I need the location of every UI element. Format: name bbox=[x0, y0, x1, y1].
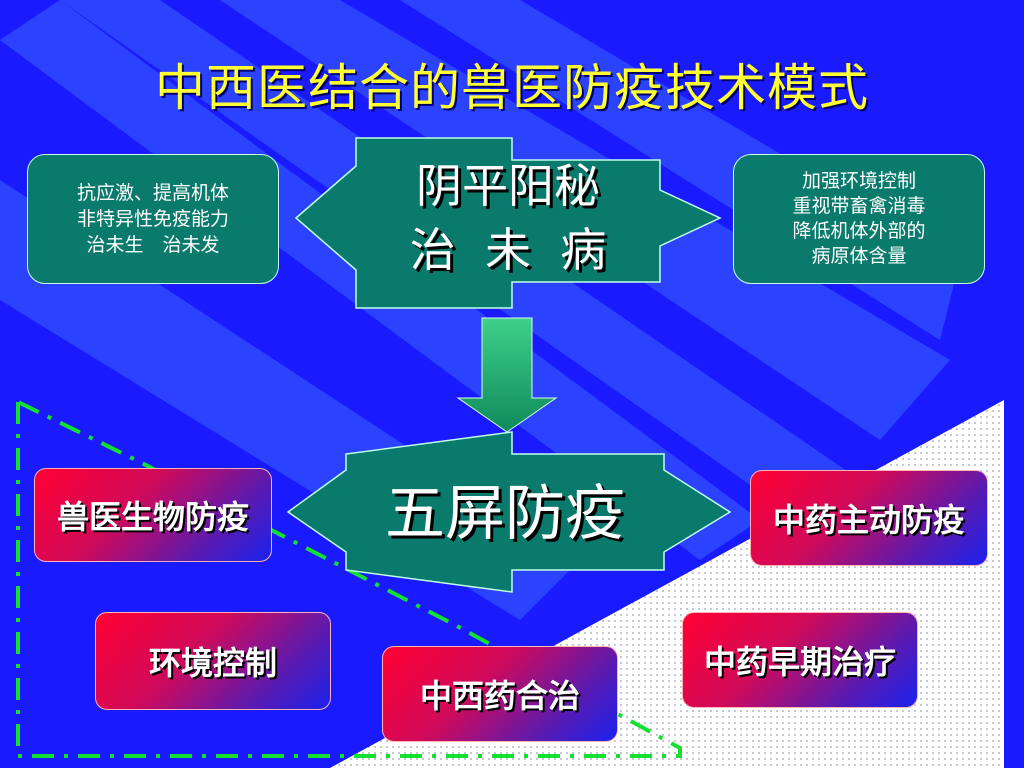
center-hexagon-shape bbox=[286, 431, 732, 593]
right-top-line-3: 降低机体外部的 bbox=[792, 220, 926, 242]
top-hexagon-shape bbox=[294, 137, 722, 309]
right-top-box: 加强环境控制 重视带畜禽消毒 降低机体外部的 病原体含量 bbox=[733, 154, 985, 284]
box-tcm-active: 中药主动防疫 bbox=[750, 470, 988, 566]
right-top-line-2: 重视带畜禽消毒 bbox=[792, 195, 926, 217]
left-top-line-3: 治未生 治未发 bbox=[86, 234, 220, 256]
left-top-box: 抗应激、提高机体 非特异性免疫能力 治未生 治未发 bbox=[27, 154, 279, 284]
left-top-line-1: 抗应激、提高机体 bbox=[76, 182, 229, 204]
page-title: 中西医结合的兽医防疫技术模式 bbox=[155, 59, 869, 117]
left-top-line-2: 非特异性免疫能力 bbox=[76, 208, 229, 230]
right-top-line-1: 加强环境控制 bbox=[801, 170, 916, 192]
center-hexagon-label: 五屏防疫 bbox=[385, 479, 625, 549]
box-vet-bio: 兽医生物防疫 bbox=[34, 468, 272, 562]
top-hexagon-label-2: 治 未 病 bbox=[409, 223, 607, 277]
box-tcm-early: 中药早期治疗 bbox=[682, 612, 918, 708]
down-arrow bbox=[456, 317, 558, 433]
right-top-line-4: 病原体含量 bbox=[811, 245, 907, 267]
top-hexagon-label-1: 阴平阳秘 bbox=[416, 159, 600, 213]
dashdot-outline bbox=[16, 400, 682, 758]
box-env-control: 环境控制 bbox=[95, 612, 331, 710]
box-combined: 中西药合治 bbox=[382, 646, 618, 742]
